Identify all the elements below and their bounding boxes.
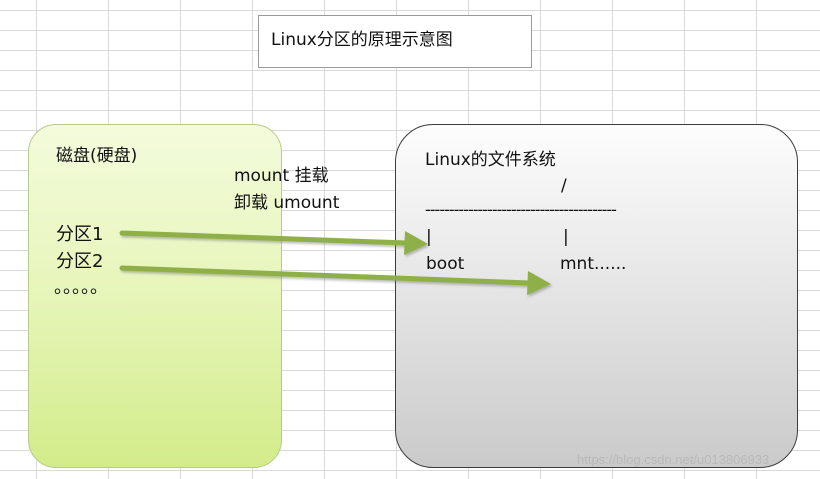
filesystem-box	[395, 124, 798, 468]
mnt-branch-line: |	[563, 227, 569, 247]
boot-branch-line: |	[426, 227, 432, 247]
partition-2-label: 分区2	[56, 251, 104, 272]
mount-label: mount 挂载	[234, 166, 329, 186]
partition-1-label: 分区1	[56, 224, 104, 245]
filesystem-label: Linux的文件系统	[425, 150, 556, 170]
boot-dir-label: boot	[426, 254, 465, 274]
disk-label: 磁盘(硬盘)	[56, 146, 138, 166]
more-partitions-label: 。。。。。	[54, 277, 108, 298]
disk-box	[28, 124, 282, 468]
diagram-title: Linux分区的原理示意图	[258, 15, 532, 68]
root-dir-label: /	[561, 176, 567, 196]
umount-label: 卸载 umount	[234, 193, 340, 213]
tree-separator: ----------------------------------------	[425, 200, 617, 219]
mnt-dir-label: mnt......	[560, 254, 627, 274]
arrow-partition2-to-mnt	[119, 265, 551, 295]
arrow-partition1-to-boot	[119, 230, 428, 255]
watermark: https://blog.csdn.net/u013806933	[577, 452, 770, 467]
